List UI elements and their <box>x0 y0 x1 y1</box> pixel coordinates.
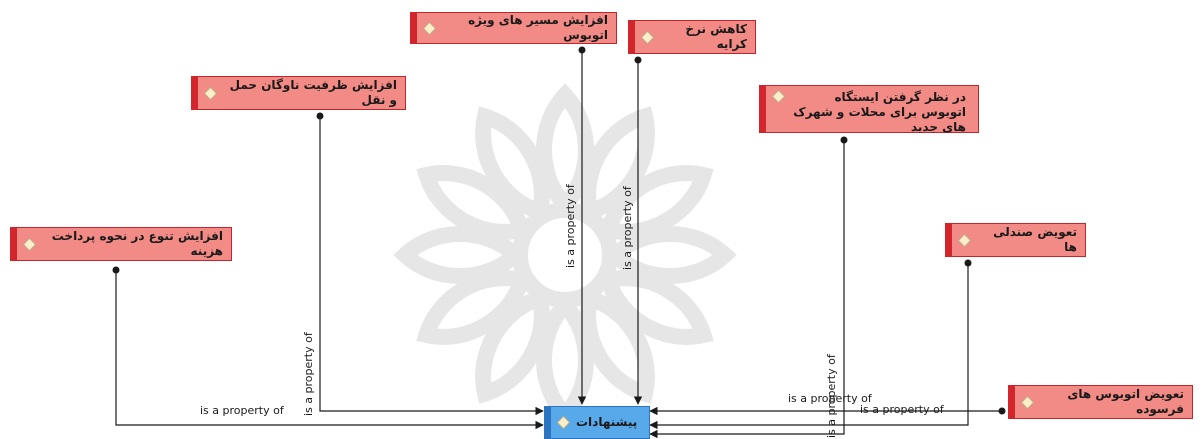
edge-label-old-buses: is a property of <box>860 403 944 416</box>
diamond-icon <box>423 21 436 35</box>
node-label: تعویض اتوبوس های فرسوده <box>1067 387 1184 416</box>
edge-fleet <box>319 116 544 416</box>
node-label: در نظر گرفتن ایستگاه اتوبوس برای محلات و… <box>793 90 966 134</box>
node-center-proposals[interactable]: پیشنهادات <box>544 406 650 439</box>
node-payment[interactable]: افزایش تنوع در نحوه پرداخت هزینه <box>10 227 232 261</box>
edge-label-seats: is a property of <box>788 392 872 405</box>
edge-label-routes: is a property of <box>564 184 577 268</box>
edge-payment <box>115 270 544 430</box>
edge-start-dot <box>578 46 586 54</box>
node-routes[interactable]: افزایش مسیر های ویژه اتوبوس <box>410 12 617 44</box>
edge-label-payment: is a property of <box>200 404 284 417</box>
node-fare[interactable]: کاهش نرخ کرایه <box>628 20 756 54</box>
edge-start-dot <box>634 56 642 64</box>
edge-start-dot <box>316 112 324 120</box>
node-stations[interactable]: در نظر گرفتن ایستگاه اتوبوس برای محلات و… <box>759 85 979 134</box>
diamond-icon <box>557 416 570 429</box>
node-label: تعویض صندلی ها <box>993 225 1077 254</box>
node-fleet[interactable]: افزایش ظرفیت ناوگان حمل و نقل <box>191 76 406 110</box>
node-label: افزایش تنوع در نحوه پرداخت هزینه <box>51 229 223 258</box>
node-old-buses[interactable]: تعویض اتوبوس های فرسوده <box>1008 385 1193 419</box>
edge-start-dot <box>964 259 972 267</box>
edge-start-dot <box>840 136 848 144</box>
diamond-icon <box>641 30 654 44</box>
edge-start-dot <box>998 407 1006 415</box>
diamond-icon <box>204 86 217 100</box>
edge-stations <box>649 140 845 439</box>
edge-label-fleet: is a property of <box>302 332 315 416</box>
edge-seats <box>649 263 969 430</box>
node-label: پیشنهادات <box>576 415 638 429</box>
node-label: افزایش مسیر های ویژه اتوبوس <box>468 13 608 42</box>
diamond-icon <box>772 90 785 103</box>
diamond-icon <box>23 237 36 251</box>
node-label: افزایش ظرفیت ناوگان حمل و نقل <box>229 78 397 107</box>
node-seats[interactable]: تعویض صندلی ها <box>945 223 1086 257</box>
edge-start-dot <box>112 266 120 274</box>
node-label: کاهش نرخ کرایه <box>685 22 747 51</box>
diamond-icon <box>958 233 971 247</box>
diamond-icon <box>1021 395 1034 409</box>
edge-label-fare: is a property of <box>621 186 634 270</box>
watermark-rosette <box>405 83 725 415</box>
